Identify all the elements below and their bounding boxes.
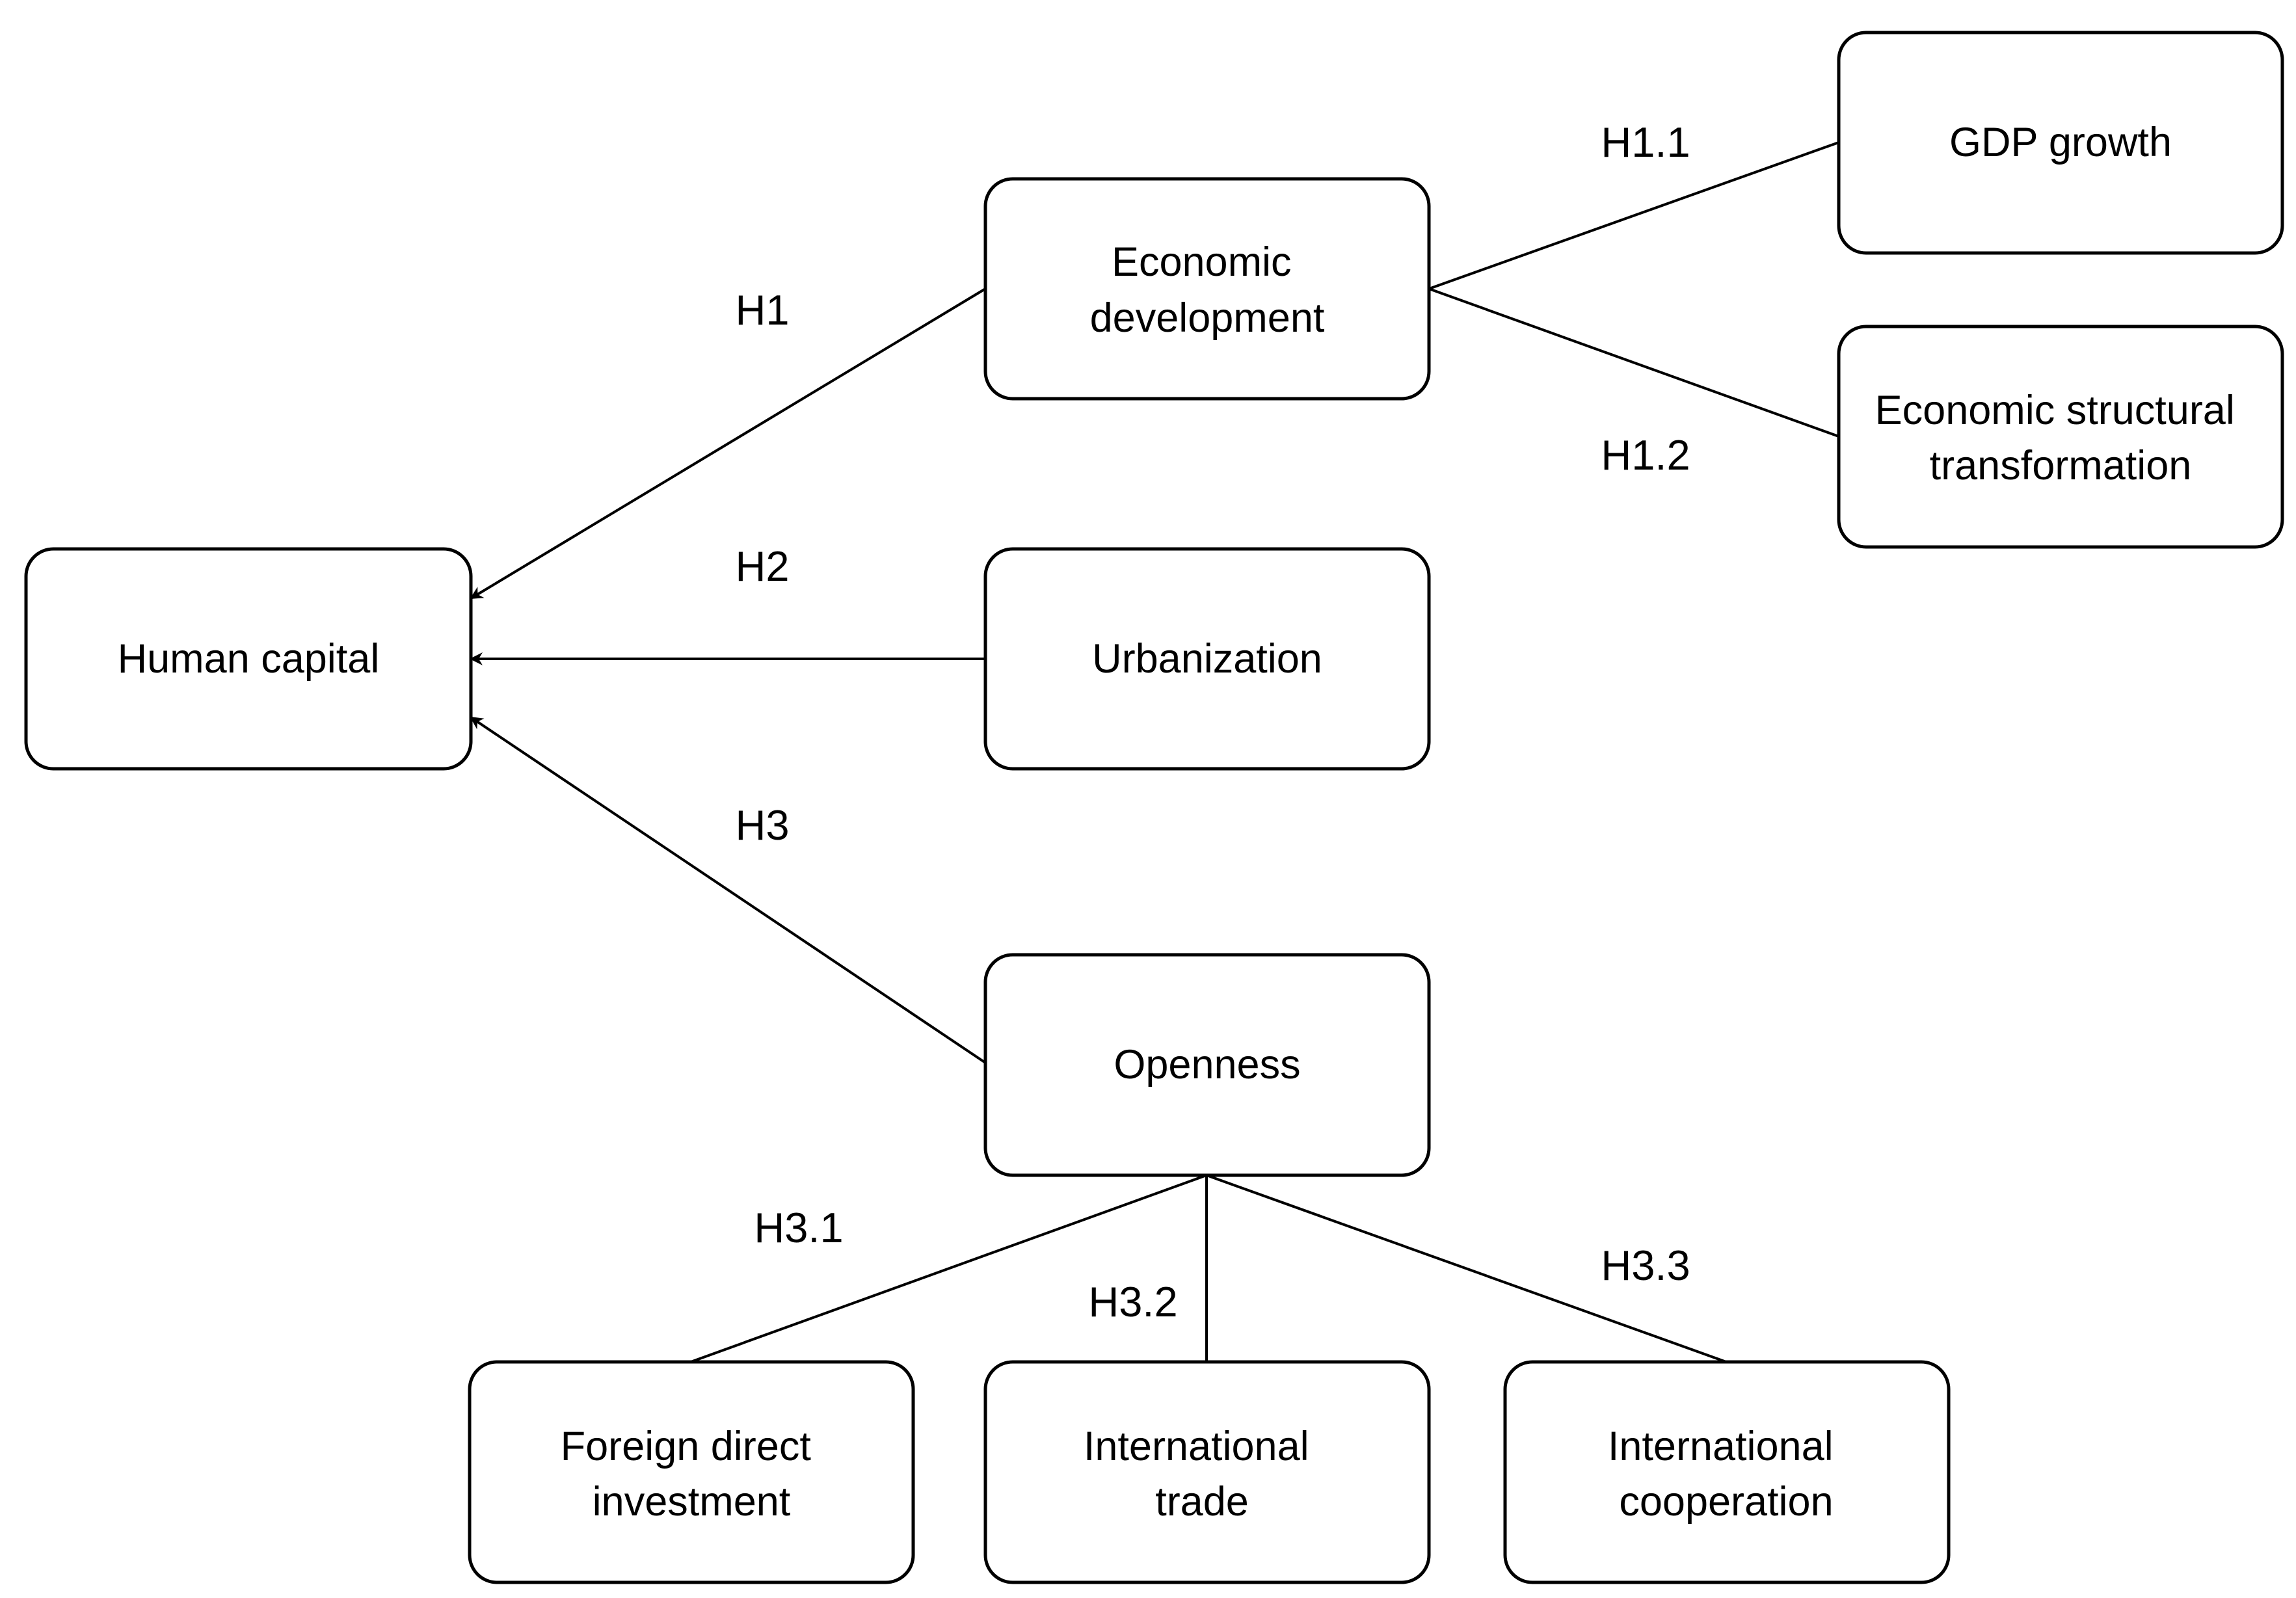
node-label-line: Economic structural — [1875, 388, 2235, 433]
svg-text:GDP growth: GDP growth — [1949, 120, 2172, 165]
node-label-line: transformation — [1930, 443, 2192, 488]
edge-h3-3 — [1206, 1174, 1727, 1363]
node-label-line: International — [1608, 1424, 1834, 1469]
node-label-line: investment — [593, 1479, 791, 1525]
node-label-line: Economic — [1112, 239, 1292, 285]
svg-text:International trade: International trade — [1084, 1424, 1320, 1525]
node-human-capital: Human capital — [24, 547, 473, 771]
node-foreign-direct-investment: Foreign direct investment — [468, 1360, 915, 1584]
svg-text:Foreign direct investmen: Foreign direct investment — [561, 1424, 823, 1525]
label-h2: H2 — [735, 542, 789, 590]
svg-text:Urbanization: Urbanization — [1092, 636, 1322, 682]
node-gdp-growth: GDP growth — [1837, 31, 2284, 255]
label-h1: H1 — [735, 286, 789, 334]
node-economic-development: Economic development — [983, 177, 1431, 401]
node-urbanization: Urbanization — [983, 547, 1431, 771]
node-label-line: Foreign direct — [561, 1424, 812, 1469]
label-h1-1: H1.1 — [1601, 118, 1690, 166]
node-international-cooperation: International cooperation — [1503, 1360, 1951, 1584]
label-h1-2: H1.2 — [1601, 431, 1690, 479]
node-label-line: trade — [1155, 1479, 1249, 1525]
svg-text:Openness: Openness — [1114, 1042, 1300, 1087]
svg-text:Economic structural tran: Economic structural transformation — [1875, 388, 2247, 488]
label-h3-2: H3.2 — [1088, 1278, 1177, 1325]
label-h3: H3 — [735, 801, 789, 849]
node-label-line: GDP growth — [1949, 120, 2172, 165]
edge-h1 — [470, 287, 987, 600]
edge-h3-1 — [690, 1174, 1207, 1363]
node-label-line: cooperation — [1619, 1479, 1833, 1525]
node-economic-structural-transformation: Economic structural transformation — [1837, 325, 2284, 549]
edges — [470, 141, 1839, 1363]
label-h3-1: H3.1 — [754, 1204, 843, 1251]
svg-text:International cooperatio: International cooperation — [1608, 1424, 1845, 1525]
svg-text:Economic development: Economic development — [1090, 239, 1325, 341]
edge-h3 — [470, 716, 987, 1064]
node-label-line: Urbanization — [1092, 636, 1322, 682]
node-openness: Openness — [983, 953, 1431, 1177]
node-label-line: International — [1084, 1424, 1309, 1469]
node-international-trade: International trade — [983, 1360, 1431, 1584]
node-label-line: development — [1090, 295, 1325, 341]
label-h3-3: H3.3 — [1601, 1242, 1690, 1289]
svg-text:Human capital: Human capital — [118, 636, 380, 682]
node-label-line: Human capital — [118, 636, 380, 682]
edge-h1-1 — [1428, 141, 1839, 290]
edge-h1-2 — [1428, 287, 1839, 438]
edge-labels: H1 H2 H3 H1.1 H1.2 H3.1 H3.2 H3.3 — [735, 118, 1690, 1325]
node-label-line: Openness — [1114, 1042, 1300, 1087]
